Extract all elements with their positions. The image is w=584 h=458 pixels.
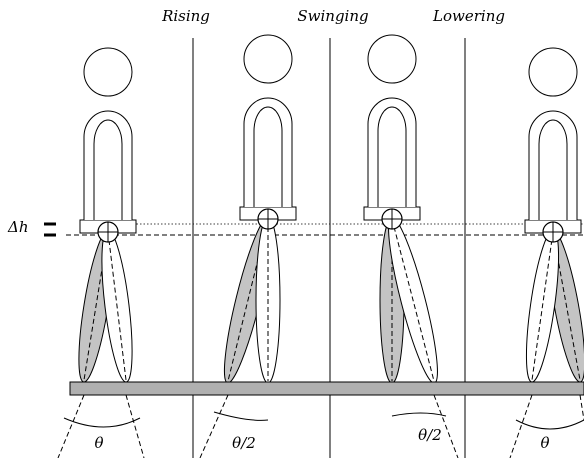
angle-arc-4 <box>515 419 584 430</box>
angle-arc-2 <box>213 411 269 421</box>
angle-label-2: θ/2 <box>232 434 256 452</box>
torso-inner <box>377 106 407 207</box>
figure-2 <box>223 34 297 384</box>
torso-inner <box>538 119 568 220</box>
walking-figures <box>78 34 584 384</box>
head <box>83 47 133 97</box>
front-leg-axis <box>531 231 554 381</box>
front-leg-axis <box>391 218 435 382</box>
head <box>243 34 293 84</box>
delta-h-label: Δh <box>7 218 29 236</box>
torso-inner <box>93 119 123 220</box>
angle-ray <box>579 394 584 421</box>
angle-ray <box>433 394 459 458</box>
figure-4 <box>524 47 584 383</box>
angle-ray <box>199 394 229 458</box>
front-leg-axis <box>107 231 127 381</box>
phase-label-swinging: Swinging <box>297 7 368 25</box>
ground-bar <box>69 381 584 396</box>
angle-markers <box>57 394 584 458</box>
angle-ray <box>509 394 533 458</box>
angle-ray <box>125 394 145 458</box>
angle-ray <box>57 394 85 458</box>
angle-label-1: θ <box>94 434 103 452</box>
figure-3 <box>363 34 438 384</box>
angle-arc-3 <box>391 412 447 417</box>
angle-label-4: θ <box>540 434 549 452</box>
angle-label-3: θ/2 <box>418 426 442 444</box>
angle-arc-1 <box>63 417 141 428</box>
head <box>528 47 578 97</box>
head <box>367 34 417 84</box>
torso-inner <box>253 106 283 207</box>
phase-label-lowering: Lowering <box>432 7 505 25</box>
phase-label-rising: Rising <box>161 7 210 25</box>
figure-1 <box>78 47 137 383</box>
